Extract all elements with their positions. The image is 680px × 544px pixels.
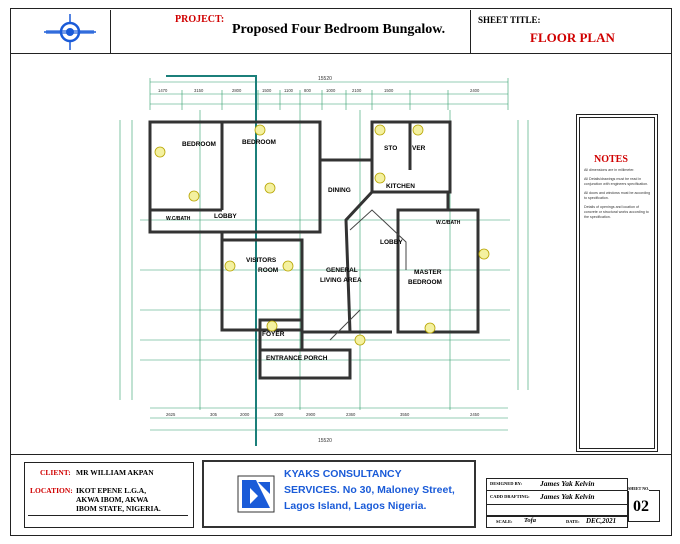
scale-label: SCALE:: [496, 519, 513, 524]
location-line-2: AKWA IBOM, AKWA: [76, 495, 149, 504]
designer-row-divider: [486, 490, 628, 491]
room-master: MASTER: [414, 269, 442, 276]
consultancy-box: [202, 460, 476, 528]
dim-top-8: 1500: [384, 88, 394, 93]
room-general-2: LIVING AREA: [320, 277, 362, 284]
consultancy-address-2: Lagos Island, Lagos Nigeria.: [284, 500, 427, 512]
note-item-1: All dimensions are in millimeter.: [584, 168, 635, 172]
cad-drafting-label: CADD DRAFTING:: [490, 494, 530, 499]
room-dining: DINING: [328, 187, 351, 194]
dim-top-6: 1000: [326, 88, 336, 93]
project-label: PROJECT:: [175, 14, 225, 25]
client-underline: [28, 515, 188, 516]
note-item-3: All doors and windows must be according …: [584, 191, 651, 200]
title-block: [10, 454, 672, 536]
room-entrance-porch: ENTRANCE PORCH: [266, 355, 328, 362]
overall-dimension-bottom: 15520: [318, 438, 332, 444]
dim-bottom-7: 2450: [470, 412, 480, 417]
dim-top-9: 2400: [470, 88, 480, 93]
notes-panel: [576, 114, 658, 452]
notes-panel-inner: [579, 117, 655, 449]
dim-top-0: 1470: [158, 88, 168, 93]
dim-top-5: 800: [304, 88, 312, 93]
floor-plan-drawing: BEDROOM BEDROOM STO VER DINING KITCHEN L…: [119, 75, 529, 446]
note-item-4: Details of openings and location of conc…: [584, 205, 649, 219]
overall-dimension-top: 15520: [318, 76, 332, 82]
sheet-title-label: SHEET TITLE:: [478, 15, 541, 25]
dim-top-7: 2100: [352, 88, 362, 93]
designer-row-divider-2: [486, 504, 628, 505]
header-band: [10, 8, 672, 54]
note-item-2: All Details/drawings must be read in con…: [584, 177, 649, 186]
client-box: [24, 462, 194, 528]
consultancy-address-1: SERVICES. No 30, Maloney Street,: [284, 484, 455, 496]
dim-top-4: 1100: [284, 88, 294, 93]
room-wc-2: W.C/BATH: [436, 220, 461, 226]
date-label: DATE:: [566, 519, 580, 524]
designed-by-label: DESIGNED BY:: [490, 481, 522, 486]
room-bedroom-1: BEDROOM: [182, 141, 216, 148]
dim-bottom-5: 2360: [346, 412, 356, 417]
dim-bottom-0: 2625: [166, 412, 176, 417]
scale-date-row: [486, 516, 628, 528]
sheet-number-value: 02: [633, 498, 649, 515]
dim-bottom-2: 2000: [240, 412, 250, 417]
client-label: CLIENT:: [40, 468, 71, 477]
header-divider-2: [470, 10, 471, 54]
location-label: LOCATION:: [30, 486, 73, 495]
cad-drafting-value: James Yak Kelvin: [540, 492, 595, 501]
room-visitors: VISITORS: [246, 257, 277, 264]
project-title: Proposed Four Bedroom Bungalow.: [232, 22, 446, 37]
header-divider: [110, 10, 111, 54]
room-wc-1: W.C/BATH: [166, 216, 191, 222]
room-lobby-1: LOBBY: [214, 213, 237, 220]
scale-value: Tofa: [524, 517, 537, 524]
dim-bottom-1: 305: [210, 412, 218, 417]
room-visitors-2: ROOM: [258, 267, 278, 274]
consultancy-name: KYAKS CONSULTANCY: [284, 468, 402, 480]
room-store: STO: [384, 145, 397, 152]
notes-heading: NOTES: [594, 154, 628, 165]
kyaks-logo-icon: [237, 475, 275, 513]
room-master-2: BEDROOM: [408, 279, 442, 286]
north-symbol-icon: [44, 14, 96, 50]
room-bedroom-2: BEDROOM: [242, 139, 276, 146]
room-kitchen: KITCHEN: [386, 183, 415, 190]
sheet-number-label: SHEET NO.: [628, 486, 650, 491]
date-value: DEC,2021: [586, 517, 617, 525]
client-name: MR WILLIAM AKPAN: [76, 468, 154, 477]
dim-top-2: 2800: [232, 88, 242, 93]
dim-bottom-6: 3550: [400, 412, 410, 417]
room-lobby-2: LOBBY: [380, 239, 403, 246]
room-general: GENERAL: [326, 267, 358, 274]
designer-box: [486, 478, 628, 516]
dim-top-1: 3150: [194, 88, 204, 93]
notes-list: All dimensions are in millimeter. All De…: [584, 168, 652, 220]
sheet-title: FLOOR PLAN: [530, 30, 615, 45]
location-line-3: IBOM STATE, NIGERIA.: [76, 504, 161, 513]
room-store-2: VER: [412, 145, 426, 152]
designed-by-value: James Yak Kelvin: [540, 479, 595, 488]
location-line-1: IKOT EPENE L.G.A,: [76, 486, 147, 495]
dim-bottom-3: 1000: [274, 412, 284, 417]
dim-top-3: 1500: [262, 88, 272, 93]
dim-bottom-4: 2900: [306, 412, 316, 417]
room-foyer: FOYER: [262, 331, 285, 338]
